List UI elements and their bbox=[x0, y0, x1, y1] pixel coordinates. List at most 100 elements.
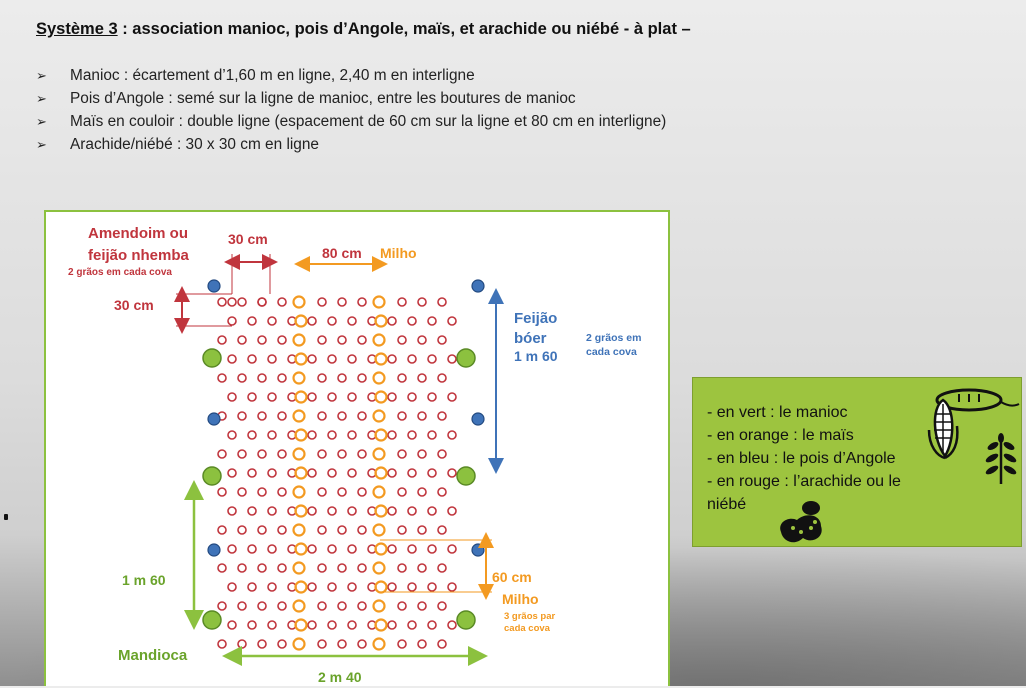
cassava-dim: 1 m 60 bbox=[122, 572, 166, 588]
peanut-hole bbox=[307, 468, 317, 478]
maize-hole bbox=[372, 447, 386, 461]
peanut-hole bbox=[237, 335, 247, 345]
peanut-hole bbox=[267, 354, 277, 364]
maize-hole bbox=[292, 371, 306, 385]
peanut-hole bbox=[347, 582, 357, 592]
peanut-hole bbox=[307, 582, 317, 592]
maize-label-bottom: Milho bbox=[502, 591, 539, 607]
peanut-hole bbox=[227, 468, 237, 478]
cassava-hole bbox=[202, 610, 222, 630]
peanut-hole bbox=[337, 297, 347, 307]
peanut-hole bbox=[277, 639, 287, 649]
peanut-hole bbox=[357, 487, 367, 497]
cassava-hole bbox=[456, 348, 476, 368]
peanut-hole bbox=[437, 525, 447, 535]
peanut-hole bbox=[347, 430, 357, 440]
peanut-hole bbox=[447, 468, 457, 478]
peanut-hole bbox=[257, 487, 267, 497]
cassava-root-icon bbox=[935, 388, 1020, 412]
pigeon-pea-hole bbox=[207, 279, 221, 293]
peanut-hole bbox=[337, 639, 347, 649]
peanut-hole bbox=[327, 506, 337, 516]
peanut-hole bbox=[317, 449, 327, 459]
peanut-hole bbox=[277, 563, 287, 573]
maize-hole bbox=[292, 295, 306, 309]
stray-mark bbox=[4, 514, 8, 520]
peanut-hole bbox=[217, 525, 227, 535]
cassava-hole bbox=[456, 610, 476, 630]
peanut-hole bbox=[277, 601, 287, 611]
peanut-hole bbox=[407, 620, 417, 630]
peanut-hole bbox=[387, 392, 397, 402]
pigeon-pea-hole bbox=[207, 412, 221, 426]
maize-hole bbox=[374, 618, 388, 632]
peanut-hole bbox=[437, 563, 447, 573]
peanut-hole bbox=[257, 449, 267, 459]
peanut-hole bbox=[237, 601, 247, 611]
arrow-bullet-icon: ➢ bbox=[36, 91, 47, 106]
peanut-hole bbox=[357, 449, 367, 459]
peanut-hole bbox=[277, 335, 287, 345]
peanut-hole bbox=[247, 316, 257, 326]
peanut-hole bbox=[357, 639, 367, 649]
maize-hole bbox=[292, 599, 306, 613]
peanut-hole bbox=[417, 411, 427, 421]
peanut-hole bbox=[237, 487, 247, 497]
peanut-hole bbox=[247, 582, 257, 592]
peanut-hole bbox=[387, 430, 397, 440]
peanut-hole bbox=[217, 297, 227, 307]
peanut-hole bbox=[437, 639, 447, 649]
peanut-hole bbox=[447, 544, 457, 554]
pigeon-pea-hole bbox=[471, 543, 485, 557]
bullet-list: ➢ Manioc : écartement d’1,60 m en ligne, … bbox=[36, 64, 666, 156]
maize-hole bbox=[292, 561, 306, 575]
maize-hole bbox=[292, 333, 306, 347]
maize-hole bbox=[372, 523, 386, 537]
peanut-hole bbox=[397, 411, 407, 421]
peanut-hole bbox=[237, 525, 247, 535]
bullet-text: Pois d’Angole : semé sur la ligne de man… bbox=[70, 90, 576, 107]
peanut-hole bbox=[267, 620, 277, 630]
peanut-hole bbox=[237, 373, 247, 383]
peanut-hole bbox=[427, 544, 437, 554]
peanut-hole bbox=[397, 639, 407, 649]
peanut-hole bbox=[317, 601, 327, 611]
peanut-hole bbox=[327, 392, 337, 402]
peanut-hole bbox=[337, 487, 347, 497]
legend-item-orange: - en orange : le maïs bbox=[707, 427, 854, 444]
peanut-hole bbox=[347, 468, 357, 478]
maize-hole bbox=[372, 371, 386, 385]
peanut-label-2: feijão nhemba bbox=[88, 247, 190, 264]
peanut-hole bbox=[227, 544, 237, 554]
peanut-hole bbox=[437, 601, 447, 611]
peanut-hole bbox=[327, 620, 337, 630]
peanut-hole bbox=[217, 487, 227, 497]
pigeon-pea-note-2: cada cova bbox=[586, 346, 637, 358]
maize-hole bbox=[374, 428, 388, 442]
bullet-item: ➢Maïs en couloir : double ligne (espacem… bbox=[36, 110, 666, 133]
bullet-item: ➢Manioc : écartement d’1,60 m en ligne, … bbox=[36, 64, 666, 87]
peanut-hole bbox=[277, 297, 287, 307]
peanut-hole bbox=[337, 449, 347, 459]
peanut-hole bbox=[447, 506, 457, 516]
peanut-hole bbox=[407, 582, 417, 592]
maize-hole bbox=[294, 580, 308, 594]
pigeon-pea-label-2: bóer bbox=[514, 330, 547, 347]
peanut-hole bbox=[277, 411, 287, 421]
maize-hole bbox=[294, 390, 308, 404]
peanut-hole bbox=[417, 525, 427, 535]
peanut-hole bbox=[327, 354, 337, 364]
peanut-hole bbox=[397, 335, 407, 345]
peanut-hole bbox=[227, 316, 237, 326]
peanut-hole bbox=[437, 297, 447, 307]
peanut-hole bbox=[347, 620, 357, 630]
peanut-hole bbox=[337, 525, 347, 535]
legend-item-red-wrap: niébé bbox=[707, 496, 747, 513]
peanut-hole bbox=[317, 639, 327, 649]
peanut-hole bbox=[447, 582, 457, 592]
peanut-hole bbox=[307, 430, 317, 440]
legend-item-blue: - en bleu : le pois d’Angole bbox=[707, 450, 896, 467]
bullet-text: Manioc : écartement d’1,60 m en ligne, 2… bbox=[70, 67, 475, 84]
peanut-hole bbox=[267, 582, 277, 592]
peanut-hole bbox=[257, 639, 267, 649]
